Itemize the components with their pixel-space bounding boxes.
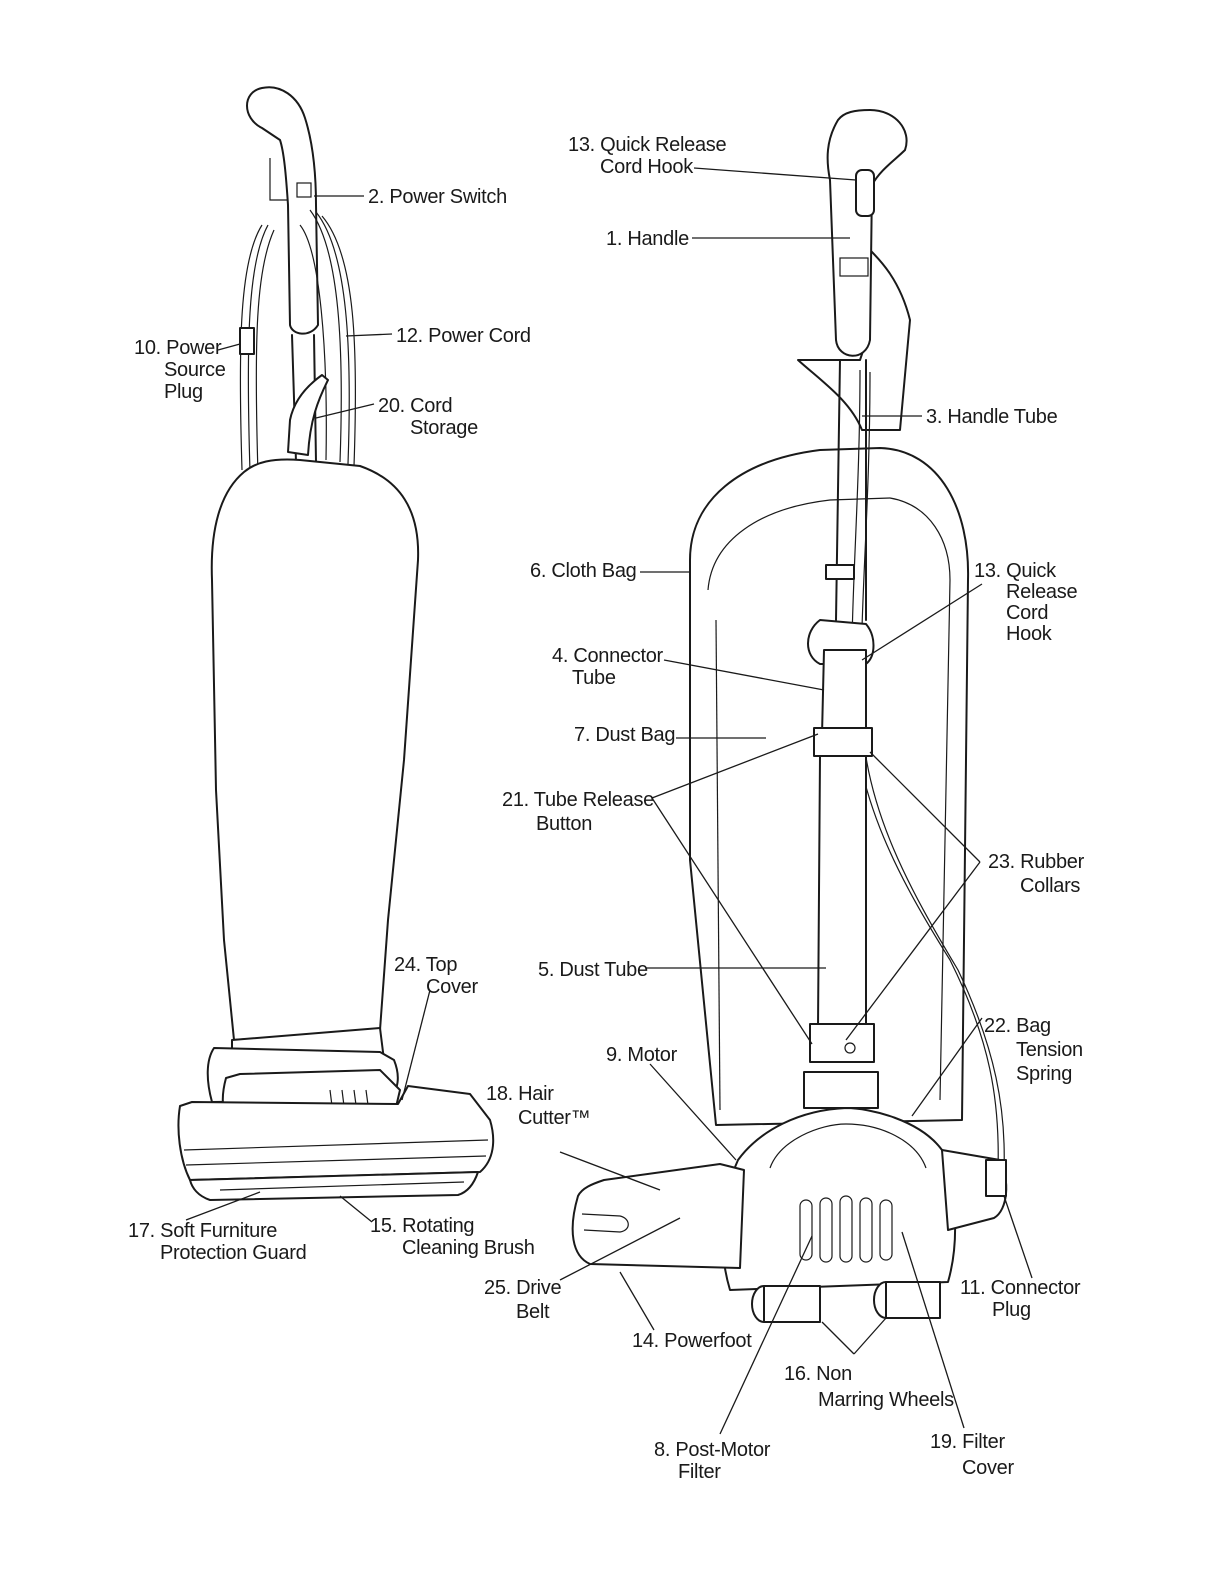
label-handle: 1. Handle xyxy=(606,228,689,250)
label-top-cover: 24. Top Cover xyxy=(394,954,478,998)
left-cloth-bag-shape xyxy=(210,458,420,1041)
label-rotating-brush: 15. Rotating Cleaning Brush xyxy=(370,1215,535,1259)
label-power-cord: 12. Power Cord xyxy=(396,325,531,347)
label-cord-storage: 20. Cord Storage xyxy=(378,395,478,439)
label-dust-tube: 5. Dust Tube xyxy=(538,959,648,981)
left-vacuum-drawing xyxy=(177,86,495,1201)
label-connector-tube: 4. Connector Tube xyxy=(552,645,668,689)
part-labels: 2. Power Switch 10. Power Source Plug 12… xyxy=(128,134,1089,1483)
label-quick-release-hook-side: 13. Quick Release Cord Hook xyxy=(974,560,1083,645)
label-drive-belt: 25. Drive Belt xyxy=(484,1277,567,1323)
label-quick-release-hook-top: 13. Quick Release Cord Hook xyxy=(568,134,732,178)
label-powerfoot: 14. Powerfoot xyxy=(632,1330,752,1352)
right-cord-hook-top-shape xyxy=(855,169,875,217)
right-powerfoot-shape xyxy=(721,1107,957,1291)
right-motor-shape xyxy=(571,1163,745,1269)
right-connector-plug-shape xyxy=(985,1159,1007,1197)
label-filter-cover: 19. Filter Cover xyxy=(930,1431,1014,1479)
leader-lines xyxy=(185,167,1033,1435)
label-tube-release-button: 21. Tube Release Button xyxy=(502,789,659,835)
label-connector-plug: 11. Connector Plug xyxy=(960,1277,1086,1321)
label-cloth-bag: 6. Cloth Bag xyxy=(530,560,636,582)
right-post-motor-filter-shape xyxy=(799,1195,893,1263)
label-post-motor-filter: 8. Post-Motor Filter xyxy=(654,1439,775,1483)
label-motor: 9. Motor xyxy=(606,1044,678,1066)
left-cord-storage-shape xyxy=(287,374,329,456)
label-soft-furniture-guard: 17. Soft Furniture Protection Guard xyxy=(128,1220,306,1264)
label-dust-bag: 7. Dust Bag xyxy=(574,724,675,746)
left-handle-grip xyxy=(246,86,319,335)
label-bag-tension-spring: 22. Bag Tension Spring xyxy=(984,1015,1088,1085)
label-rubber-collars: 23. Rubber Collars xyxy=(988,851,1089,897)
label-hair-cutter: 18. Hair Cutter™ xyxy=(486,1083,590,1129)
right-connector-tube-shape xyxy=(821,649,867,736)
right-handle-grip xyxy=(826,109,908,357)
label-handle-tube: 3. Handle Tube xyxy=(926,406,1058,428)
left-power-source-plug-shape xyxy=(239,327,255,355)
left-power-switch-shape xyxy=(296,182,312,198)
label-non-marring-wheels: 16. Non Marring Wheels xyxy=(784,1363,954,1411)
right-wheels-shape xyxy=(751,1281,941,1323)
left-powerfoot-shape xyxy=(177,1085,495,1181)
left-power-cord-shape xyxy=(239,209,357,475)
label-power-source-plug: 10. Power Source Plug xyxy=(134,337,231,403)
label-power-switch: 2. Power Switch xyxy=(368,186,507,208)
right-vacuum-drawing xyxy=(571,109,1008,1323)
right-dust-tube-shape xyxy=(817,755,867,1029)
